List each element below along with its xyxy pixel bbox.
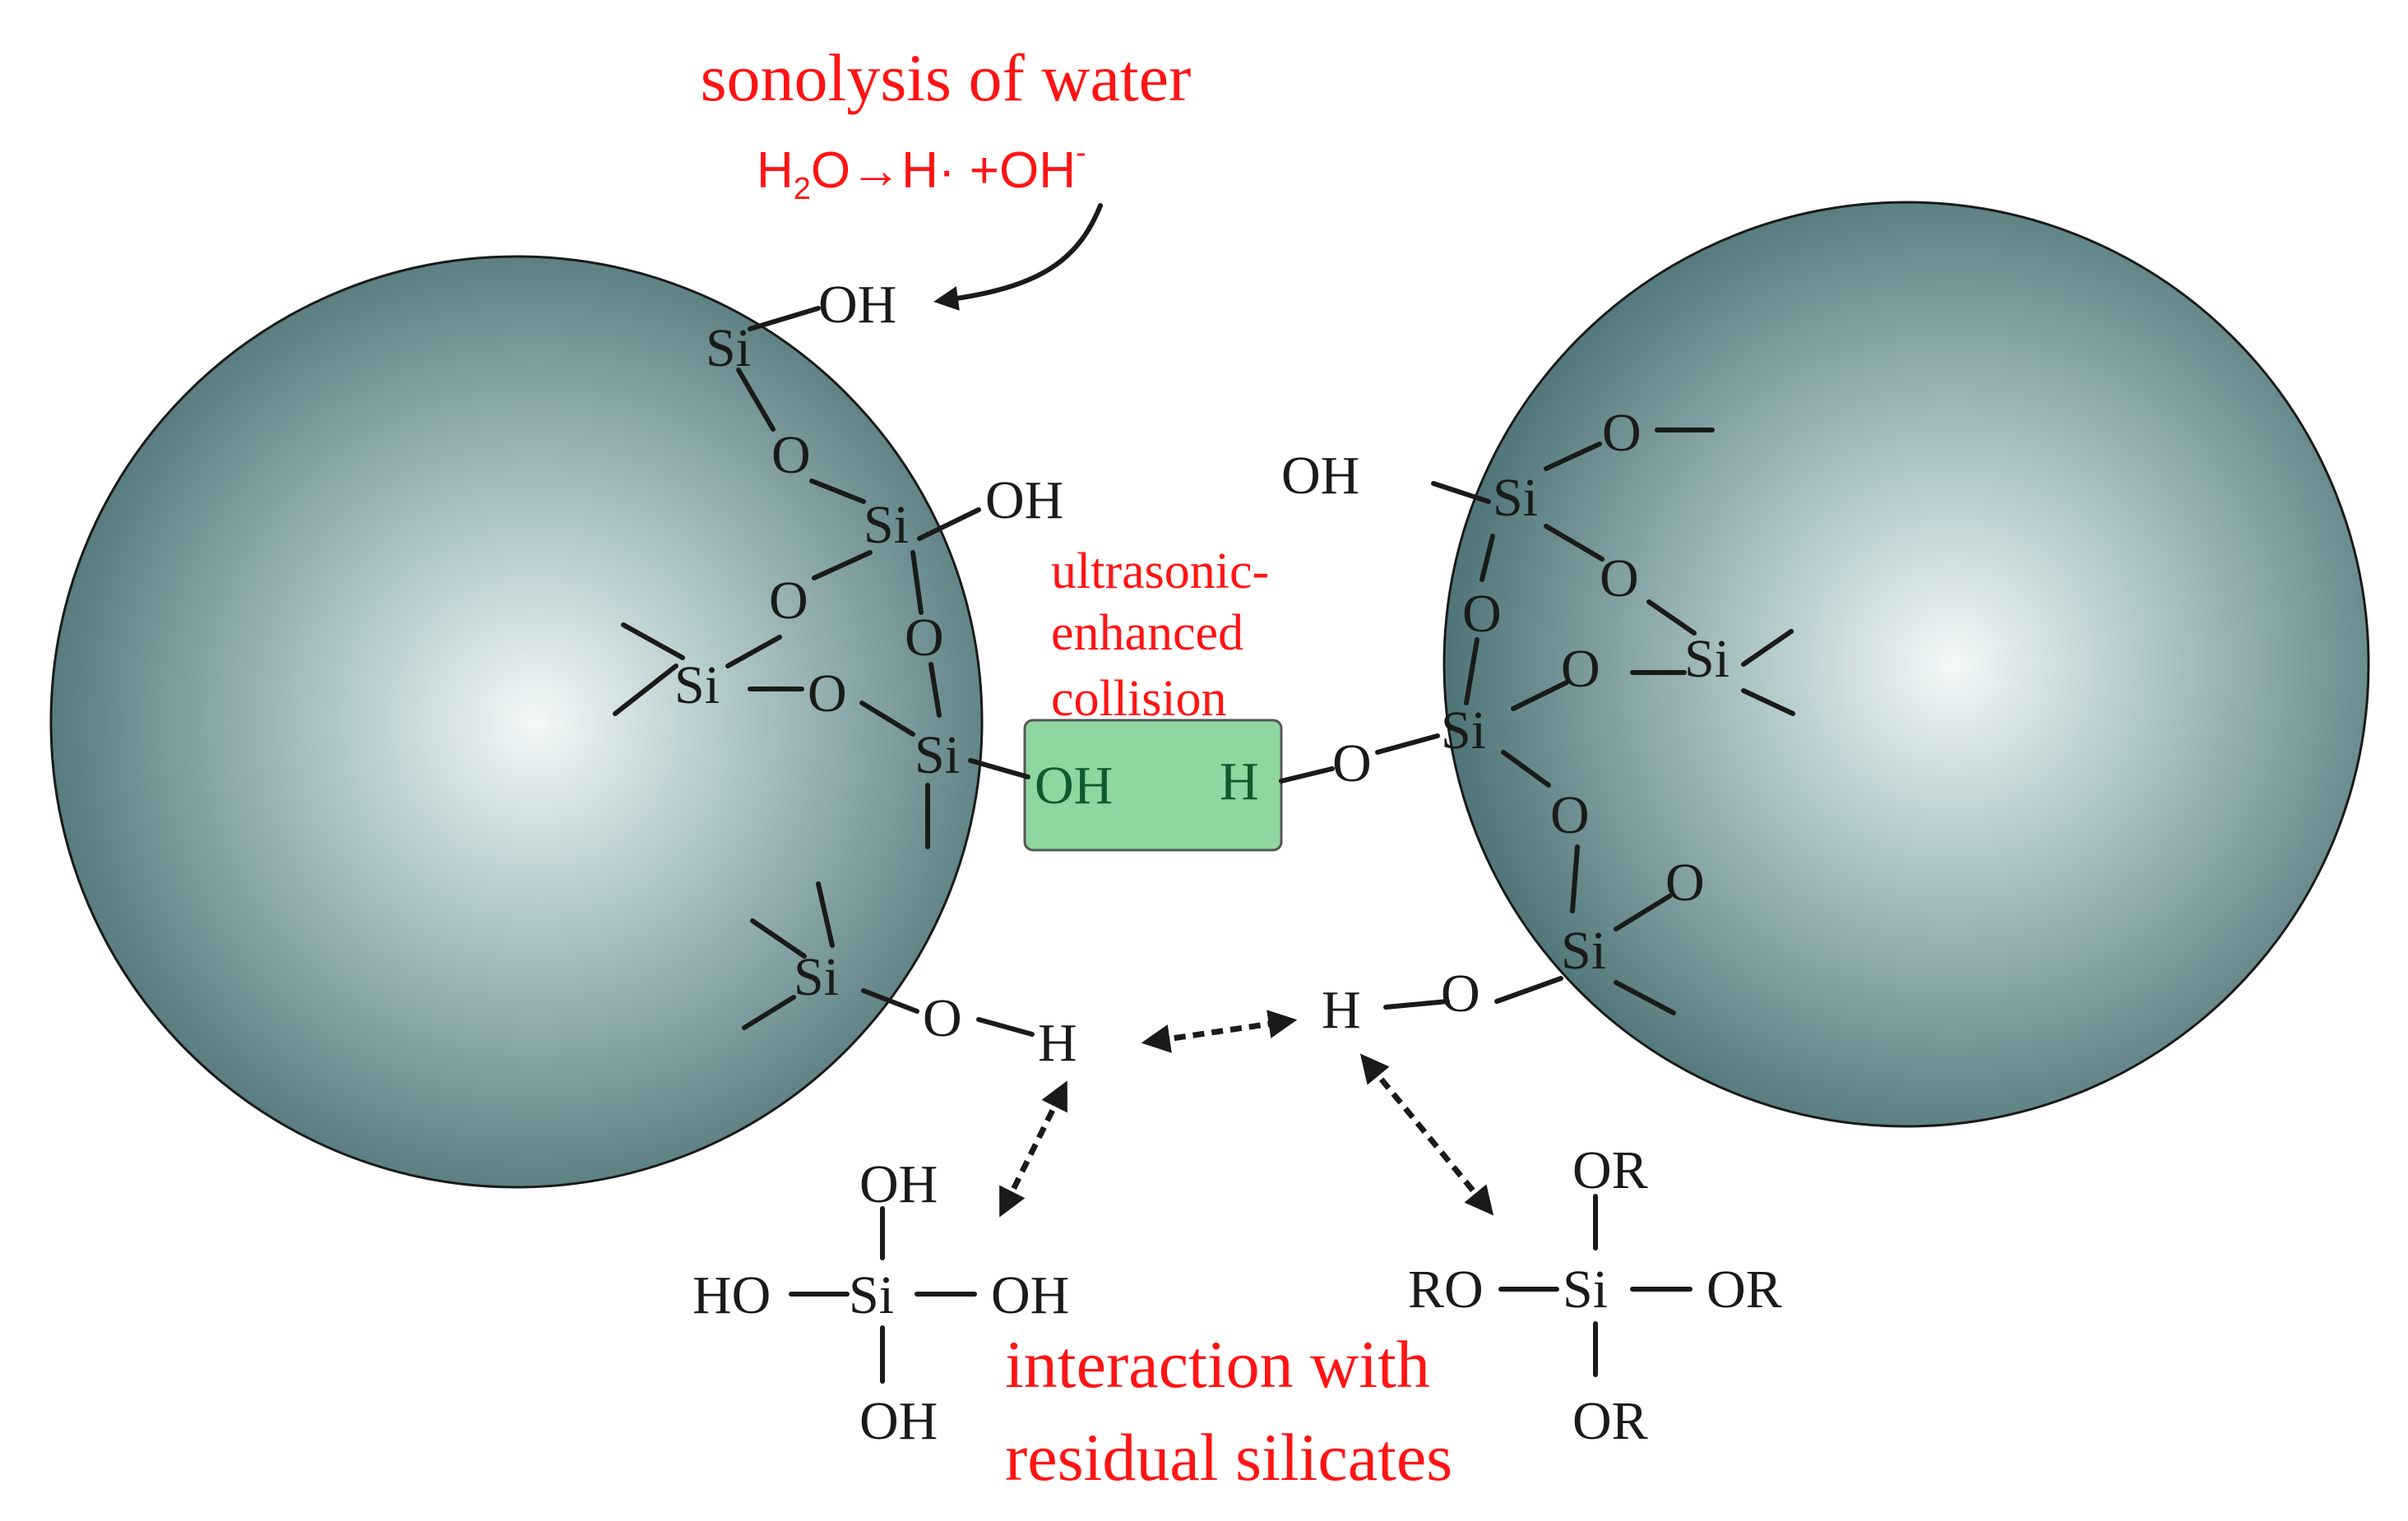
atom-si: Si (915, 725, 960, 785)
atom-oh: OH (1281, 446, 1359, 506)
atom-o: O (769, 571, 808, 631)
right-particle-atoms: OH Si O O Si O O Si O O Si O O H (1281, 403, 1730, 1040)
collision-label-line1: ultrasonic- (1051, 543, 1269, 599)
left-silica-particle (49, 255, 984, 1189)
right-particle-bonds (1279, 428, 1795, 1015)
hbond-arrow-horizontal (1141, 1010, 1298, 1053)
atom-si: Si (1561, 921, 1606, 981)
hydrogen-bond-highlight (1023, 719, 1283, 852)
atom-si: Si (1684, 629, 1730, 689)
atom-si: Si (1441, 700, 1486, 760)
sonolysis-arrow (933, 203, 1103, 311)
sonolysis-equation: H2O→H· +OH- (757, 136, 1086, 206)
atom-o: O (771, 425, 811, 485)
atom-oh: OH (859, 1391, 938, 1451)
atom-o: O (923, 988, 962, 1048)
right-silica-particle (1442, 201, 2370, 1128)
atom-si: Si (864, 495, 909, 555)
left-particle-bonds (613, 306, 1035, 1037)
atom-o: O (1665, 853, 1705, 913)
atom-ro: RO (1408, 1260, 1484, 1320)
sonolysis-title: sonolysis of water (701, 40, 1192, 115)
atom-or: OR (1572, 1140, 1648, 1200)
atom-o: O (1550, 785, 1590, 845)
atom-or: OR (1572, 1391, 1648, 1451)
atom-si: Si (1493, 468, 1538, 528)
atom-h: H (1322, 980, 1361, 1040)
interaction-label-line1: interaction with (1005, 1327, 1430, 1402)
atom-o: O (808, 663, 847, 724)
atom-o: O (1332, 733, 1372, 793)
silicic-acid: OH HO Si OH OH (692, 1154, 1069, 1451)
left-particle-atoms: Si OH O Si OH O O Si O Si Si O H (674, 275, 1077, 1073)
highlight-h: H (1220, 751, 1259, 811)
atom-oh: OH (859, 1154, 938, 1214)
atom-o: O (1462, 584, 1502, 644)
atom-or: OR (1706, 1260, 1782, 1320)
alkoxy-silane: OR RO Si OR OR (1408, 1140, 1782, 1451)
hbond-arrow-left-down (999, 1080, 1067, 1218)
atom-oh: OH (991, 1265, 1069, 1325)
atom-oh: OH (818, 275, 896, 335)
atom-o: O (905, 608, 944, 668)
atom-si: Si (849, 1265, 894, 1325)
atom-ho: HO (692, 1265, 771, 1325)
atom-si: Si (794, 947, 839, 1007)
silicic-acid-bonds (789, 1206, 977, 1384)
atom-si: Si (1563, 1260, 1608, 1320)
atom-si: Si (674, 655, 720, 715)
atom-oh: OH (985, 470, 1063, 530)
atom-h: H (1038, 1013, 1077, 1073)
alkoxy-silane-bonds (1498, 1194, 1693, 1377)
atom-o: O (1561, 639, 1600, 699)
atom-o: O (1441, 964, 1480, 1024)
collision-label-line2: enhanced (1051, 605, 1243, 661)
interaction-label-line2: residual silicates (1005, 1420, 1452, 1495)
hbond-arrow-right-down (1359, 1053, 1494, 1216)
atom-o: O (1602, 403, 1642, 463)
atom-o: O (1600, 548, 1639, 608)
atom-si: Si (706, 318, 751, 378)
collision-label-line3: collision (1051, 671, 1227, 727)
highlight-oh: OH (1035, 756, 1113, 816)
